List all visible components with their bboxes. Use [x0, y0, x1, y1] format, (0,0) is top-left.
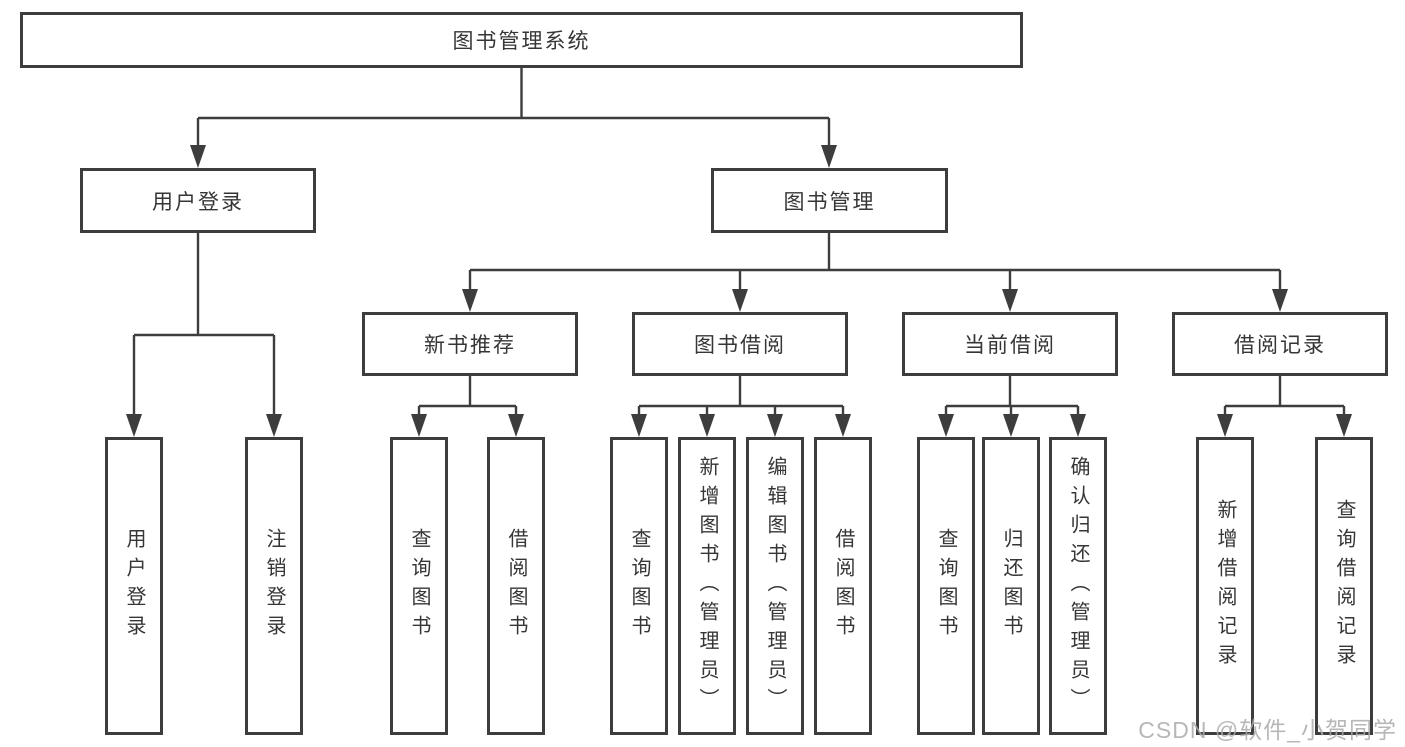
leaf-logout-label: 注销登录 — [263, 528, 285, 644]
csdn-watermark: CSDN @软件_小贺同学 — [1138, 717, 1397, 743]
leaf-add-book-admin-label: 新增图书（管理员） — [696, 455, 718, 717]
connector-root-to-level2 — [190, 68, 837, 168]
node-root: 图书管理系统 — [20, 12, 1023, 68]
connector-book-borrow-children — [631, 376, 851, 437]
leaf-return-book-label: 归还图书 — [1000, 528, 1022, 644]
leaf-query-book-current-label: 查询图书 — [935, 528, 957, 644]
node-current-borrow: 当前借阅 — [902, 312, 1118, 376]
leaf-borrow-book-label: 借阅图书 — [832, 528, 854, 644]
node-borrow-records-label: 借阅记录 — [1234, 334, 1326, 357]
connector-current-borrow-children — [938, 376, 1086, 437]
leaf-edit-book-admin-label: 编辑图书（管理员） — [764, 455, 786, 717]
leaf-confirm-return-admin: 确认归还（管理员） — [1049, 437, 1107, 735]
node-borrow-records: 借阅记录 — [1172, 312, 1388, 376]
leaf-user-login: 用户登录 — [105, 437, 163, 735]
leaf-logout: 注销登录 — [245, 437, 303, 735]
leaf-query-borrow-record-label: 查询借阅记录 — [1333, 499, 1355, 673]
node-current-borrow-label: 当前借阅 — [964, 334, 1056, 357]
node-new-book-rec-label: 新书推荐 — [424, 334, 516, 357]
node-book-borrow: 图书借阅 — [632, 312, 848, 376]
node-book-borrow-label: 图书借阅 — [694, 334, 786, 357]
leaf-confirm-return-admin-label: 确认归还（管理员） — [1067, 455, 1089, 717]
node-book-mgmt: 图书管理 — [711, 168, 948, 233]
node-root-label: 图书管理系统 — [452, 30, 591, 53]
connector-book-mgmt-to-level3 — [462, 233, 1288, 312]
leaf-borrow-book: 借阅图书 — [814, 437, 872, 735]
leaf-user-login-label: 用户登录 — [123, 528, 145, 644]
connector-borrow-records-children — [1217, 376, 1352, 437]
connector-new-book-children — [411, 376, 524, 437]
leaf-query-book-borrow: 查询图书 — [610, 437, 668, 735]
leaf-borrow-book-rec: 借阅图书 — [487, 437, 545, 735]
node-book-mgmt-label: 图书管理 — [783, 190, 876, 214]
leaf-query-book-rec: 查询图书 — [390, 437, 448, 735]
leaf-query-book-current: 查询图书 — [917, 437, 975, 735]
leaf-add-borrow-record: 新增借阅记录 — [1196, 437, 1254, 735]
leaf-add-book-admin: 新增图书（管理员） — [678, 437, 736, 735]
node-user-login-label: 用户登录 — [152, 190, 244, 214]
leaf-return-book: 归还图书 — [982, 437, 1040, 735]
node-new-book-rec: 新书推荐 — [362, 312, 578, 376]
leaf-query-book-borrow-label: 查询图书 — [628, 528, 650, 644]
leaf-borrow-book-rec-label: 借阅图书 — [505, 528, 527, 644]
leaf-edit-book-admin: 编辑图书（管理员） — [746, 437, 804, 735]
node-user-login: 用户登录 — [80, 168, 316, 233]
leaf-add-borrow-record-label: 新增借阅记录 — [1214, 499, 1236, 673]
leaf-query-book-rec-label: 查询图书 — [408, 528, 430, 644]
connector-user-login-children — [126, 233, 282, 437]
leaf-query-borrow-record: 查询借阅记录 — [1315, 437, 1373, 735]
